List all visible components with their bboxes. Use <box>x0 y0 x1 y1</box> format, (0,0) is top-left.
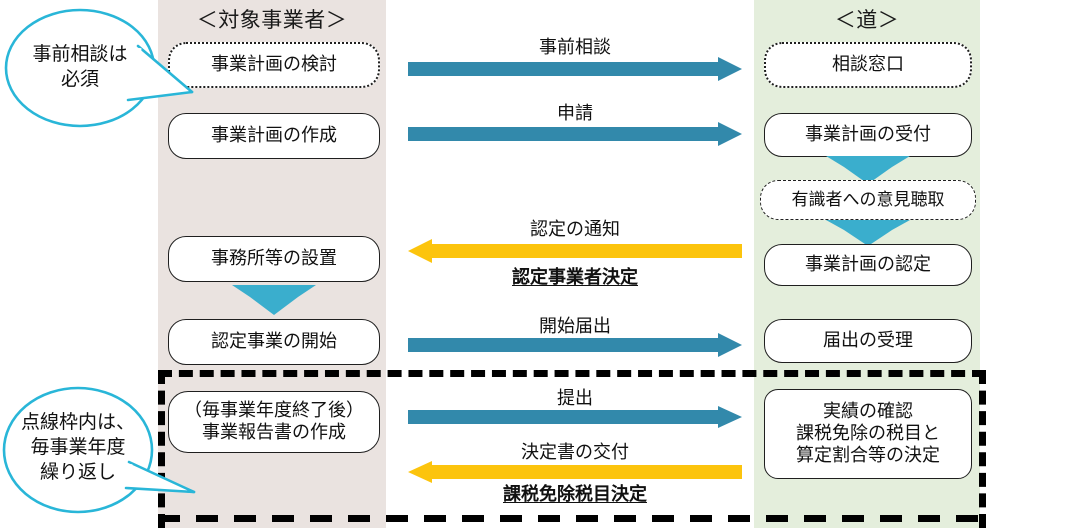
arrow-label-prior-consult: 事前相談 <box>539 37 611 57</box>
lane-right-title: ＜道＞ <box>834 9 900 32</box>
arrow-label-approval-notice: 認定の通知 <box>530 219 620 239</box>
box-plan-study[interactable]: 事業計画の検討 <box>168 42 380 88</box>
box-plan-approval[interactable]: 事業計画の認定 <box>764 244 972 286</box>
arrow-approval-notice <box>408 239 742 273</box>
arrow-label-application: 申請 <box>557 103 593 123</box>
box-expert-hearing[interactable]: 有識者への意見聴取 <box>760 180 976 220</box>
box-business-start[interactable]: 認定事業の開始 <box>168 319 380 365</box>
callout-repeat-annually[interactable]: 点線枠内は、 毎事業年度 繰り返し <box>2 382 202 524</box>
arrow-application <box>408 122 742 156</box>
down-arrow-right-lane-1 <box>826 156 910 184</box>
arrow-label-start-notification: 開始届出 <box>539 316 611 336</box>
callout-repeat-annually-text: 点線枠内は、 毎事業年度 繰り返し <box>20 412 135 484</box>
arrow-label-submission: 提出 <box>557 388 593 408</box>
arrow-label-decision-document: 決定書の交付 <box>521 442 629 462</box>
label-approved-operator-decision: 認定事業者決定 <box>512 267 638 287</box>
arrow-prior-consult <box>408 57 742 91</box>
arrow-decision-document <box>408 461 742 495</box>
box-consult-desk[interactable]: 相談窓口 <box>764 42 972 88</box>
lane-left-title: ＜対象事業者＞ <box>196 9 348 32</box>
down-arrow-right-lane-2 <box>826 220 910 246</box>
repeat-frame-bottom-edge <box>158 515 986 522</box>
arrow-start-notification <box>408 333 742 367</box>
box-plan-create[interactable]: 事業計画の作成 <box>168 113 380 159</box>
box-notification-accept[interactable]: 届出の受理 <box>764 319 972 363</box>
box-annual-report[interactable]: （毎事業年度終了後） 事業報告書の作成 <box>168 391 380 453</box>
arrow-submission <box>408 406 742 440</box>
label-tax-exemption-decision: 課税免除税目決定 <box>503 484 647 504</box>
box-results-check[interactable]: 実績の確認 課税免除の税目と 算定割合等の決定 <box>764 389 972 479</box>
box-office-setup[interactable]: 事務所等の設置 <box>168 236 380 282</box>
callout-prior-consult-text: 事前相談は 必須 <box>32 44 128 91</box>
down-arrow-left-lane <box>232 285 316 315</box>
box-plan-receipt[interactable]: 事業計画の受付 <box>764 113 972 157</box>
callout-prior-consult-required[interactable]: 事前相談は 必須 <box>2 4 202 132</box>
